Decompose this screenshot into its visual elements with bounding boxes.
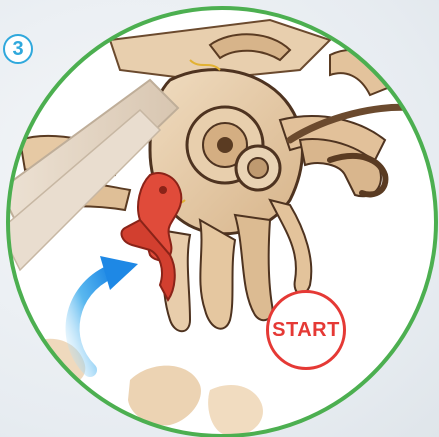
start-badge: START [266,290,346,370]
step-number-badge: 3 [3,34,33,64]
